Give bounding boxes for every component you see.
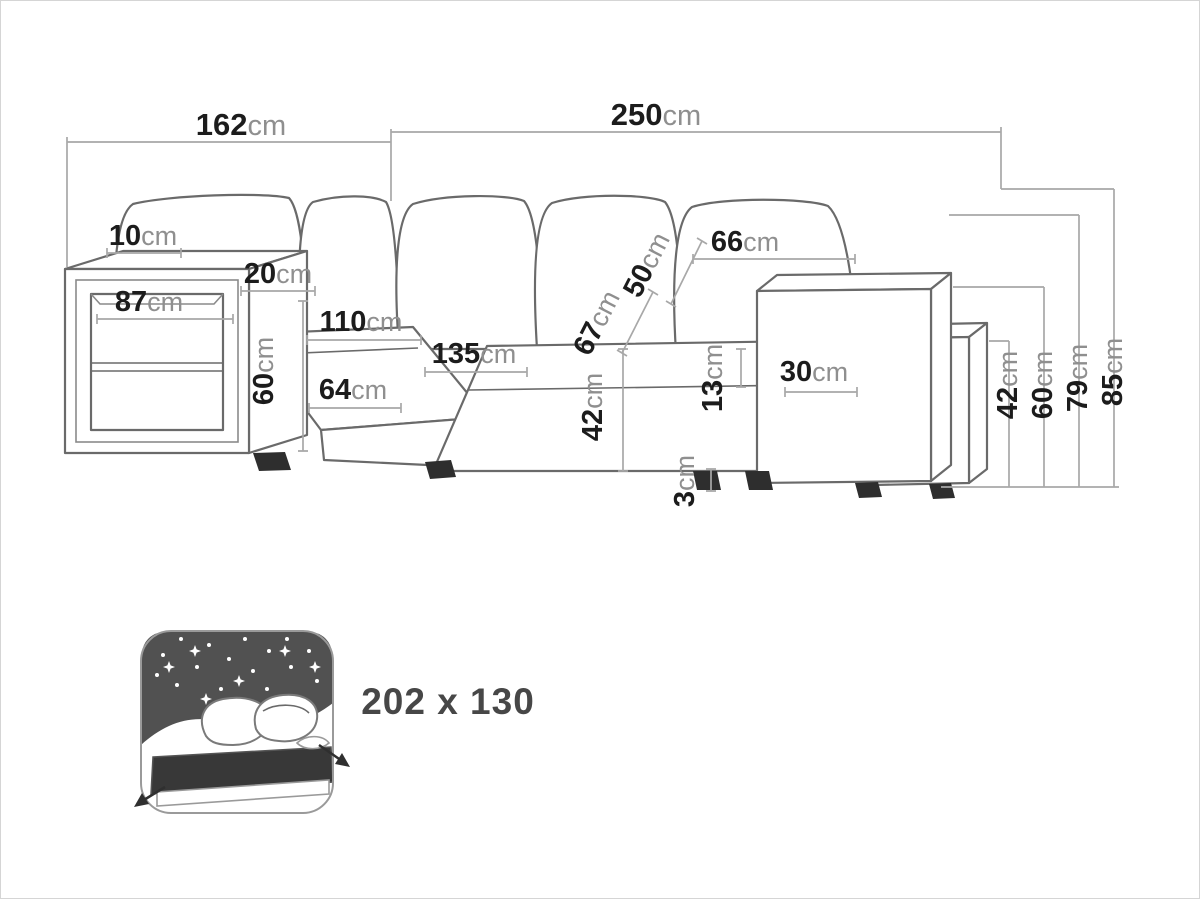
star-sparkle-icon bbox=[309, 661, 321, 673]
dim-line-64 bbox=[308, 403, 402, 413]
dim-line-67 bbox=[616, 288, 659, 357]
icon-frame bbox=[140, 630, 334, 814]
dim-label-42-right: 42cm bbox=[992, 351, 1024, 419]
sofa-foot bbox=[693, 471, 721, 490]
star-sparkle-icon bbox=[200, 693, 212, 705]
star-dot bbox=[243, 637, 247, 641]
star-sparkle-icon bbox=[163, 661, 175, 673]
dimension-labels: 162cm 250cm 10cm 20cm 87cm 60cm 110cm 64… bbox=[109, 97, 1129, 507]
dim-label-64: 64cm bbox=[319, 374, 387, 406]
dim-label-20: 20cm bbox=[244, 258, 312, 290]
dim-label-30: 30cm bbox=[780, 356, 848, 388]
star-dot bbox=[179, 637, 183, 641]
dim-line-20 bbox=[240, 286, 316, 296]
dim-line-162 bbox=[66, 137, 391, 267]
dim-line-13 bbox=[736, 348, 746, 388]
star-dot bbox=[285, 637, 289, 641]
right-armrest-front bbox=[755, 287, 933, 485]
dim-line-50 bbox=[665, 237, 708, 308]
star-dot bbox=[219, 687, 223, 691]
right-armrest-side bbox=[929, 271, 953, 483]
star-sparkle-icon bbox=[189, 645, 201, 657]
shelf-board bbox=[91, 362, 223, 372]
star-dot bbox=[175, 683, 179, 687]
dim-label-162: 162cm bbox=[196, 107, 286, 142]
dim-label-135: 135cm bbox=[432, 338, 516, 370]
star-dot bbox=[161, 653, 165, 657]
unfold-arrow-right-head-icon bbox=[335, 753, 350, 767]
dim-line-3 bbox=[706, 468, 716, 492]
dim-label-250: 250cm bbox=[611, 97, 701, 132]
dim-label-66: 66cm bbox=[711, 226, 779, 258]
dim-label-3: 3cm bbox=[669, 455, 701, 507]
star-sparkle-icon bbox=[279, 645, 291, 657]
dim-label-79: 79cm bbox=[1062, 344, 1094, 412]
mattress-sheet-band bbox=[156, 779, 330, 807]
star-dot bbox=[265, 687, 269, 691]
bed-pillow-right bbox=[253, 693, 319, 743]
star-dot bbox=[267, 649, 271, 653]
dim-label-87: 87cm bbox=[115, 286, 183, 318]
pillow-fold-line bbox=[262, 704, 310, 714]
star-dot bbox=[195, 665, 199, 669]
star-dot bbox=[155, 673, 159, 677]
sofa-foot bbox=[745, 471, 773, 490]
dim-label-10: 10cm bbox=[109, 220, 177, 252]
shelf-niche-depth bbox=[90, 293, 224, 305]
dim-label-110: 110cm bbox=[320, 306, 403, 338]
dim-line-110 bbox=[306, 335, 422, 345]
star-sparkle-icon bbox=[233, 675, 245, 687]
star-dot bbox=[289, 665, 293, 669]
shelf-niche bbox=[89, 292, 225, 432]
dimension-lines bbox=[66, 127, 1119, 492]
dim-line-42-mid bbox=[618, 348, 628, 472]
dim-line-250 bbox=[390, 127, 1002, 201]
star-dot bbox=[315, 679, 319, 683]
star-dot bbox=[251, 669, 255, 673]
dim-label-60-left: 60cm bbox=[248, 337, 280, 405]
dim-line-10 bbox=[106, 248, 182, 258]
left-armrest-inner-border bbox=[75, 279, 239, 443]
sofa-drawing bbox=[63, 193, 989, 499]
sofa-foot bbox=[855, 482, 882, 498]
back-pillow-right-1 bbox=[395, 194, 544, 351]
dim-line-60-right bbox=[953, 286, 1045, 487]
dim-label-60-right: 60cm bbox=[1027, 351, 1059, 419]
dim-line-66 bbox=[692, 254, 856, 264]
sofa-foot bbox=[929, 483, 955, 499]
dim-line-85-right bbox=[1001, 188, 1115, 487]
stars bbox=[155, 637, 321, 705]
dim-line-135 bbox=[424, 367, 528, 377]
star-dot bbox=[307, 649, 311, 653]
dim-line-87 bbox=[96, 314, 234, 324]
dim-label-13: 13cm bbox=[697, 344, 729, 412]
pouf-side bbox=[967, 321, 989, 485]
unfold-arrow-left-head-icon bbox=[134, 793, 149, 807]
dim-line-30 bbox=[784, 387, 858, 397]
star-dot bbox=[227, 657, 231, 661]
star-dot bbox=[207, 643, 211, 647]
dim-line-79-right bbox=[949, 214, 1080, 487]
dim-label-85: 85cm bbox=[1097, 338, 1129, 406]
dim-label-42-mid: 42cm bbox=[577, 373, 609, 441]
sofa-foot bbox=[425, 460, 456, 479]
sofa-foot bbox=[253, 452, 291, 471]
dim-line-42-right bbox=[989, 340, 1010, 487]
sleeping-area-size-label: 202 x 130 bbox=[361, 681, 535, 722]
sleeping-function-icon bbox=[134, 630, 350, 814]
dim-line-60-left bbox=[298, 300, 308, 452]
